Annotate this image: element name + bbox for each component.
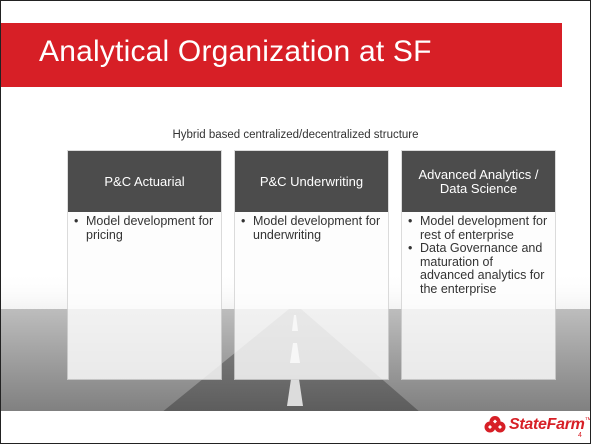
bullet-item: • Model development for pricing	[74, 214, 215, 242]
state-farm-logo: StateFarm ™	[484, 415, 591, 435]
bullet-icon: •	[408, 214, 413, 228]
column-body: • Model development for pricing	[68, 214, 221, 242]
bullet-text: Model development for underwriting	[253, 214, 381, 242]
logo-text: StateFarm	[509, 416, 585, 433]
bullet-text: Data Governance and maturation of advanc…	[420, 241, 545, 296]
bullet-text: Model development for rest of enterprise	[420, 214, 548, 242]
column-advanced-analytics: Advanced Analytics / Data Science • Mode…	[402, 151, 555, 379]
bullet-icon: •	[74, 214, 79, 228]
bullet-item: • Model development for rest of enterpri…	[408, 214, 549, 242]
slide-subtitle: Hybrid based centralized/decentralized s…	[172, 129, 419, 141]
column-body: • Model development for underwriting	[235, 214, 388, 242]
state-farm-logo-icon	[484, 416, 506, 433]
column-pc-actuarial: P&C Actuarial • Model development for pr…	[68, 151, 221, 379]
slide-title: Analytical Organization at SF	[39, 35, 432, 68]
column-header: P&C Underwriting	[235, 151, 388, 212]
column-header: Advanced Analytics / Data Science	[402, 151, 555, 212]
column-pc-underwriting: P&C Underwriting • Model development for…	[235, 151, 388, 379]
bullet-icon: •	[241, 214, 246, 228]
trademark-mark: ™	[584, 417, 591, 424]
page-number: 4	[578, 432, 582, 439]
bullet-icon: •	[408, 241, 413, 255]
column-header: P&C Actuarial	[68, 151, 221, 212]
title-bar	[1, 23, 562, 87]
bullet-text: Model development for pricing	[86, 214, 214, 242]
bullet-item: • Data Governance and maturation of adva…	[408, 241, 549, 296]
column-body: • Model development for rest of enterpri…	[402, 214, 555, 296]
bullet-item: • Model development for underwriting	[241, 214, 382, 242]
